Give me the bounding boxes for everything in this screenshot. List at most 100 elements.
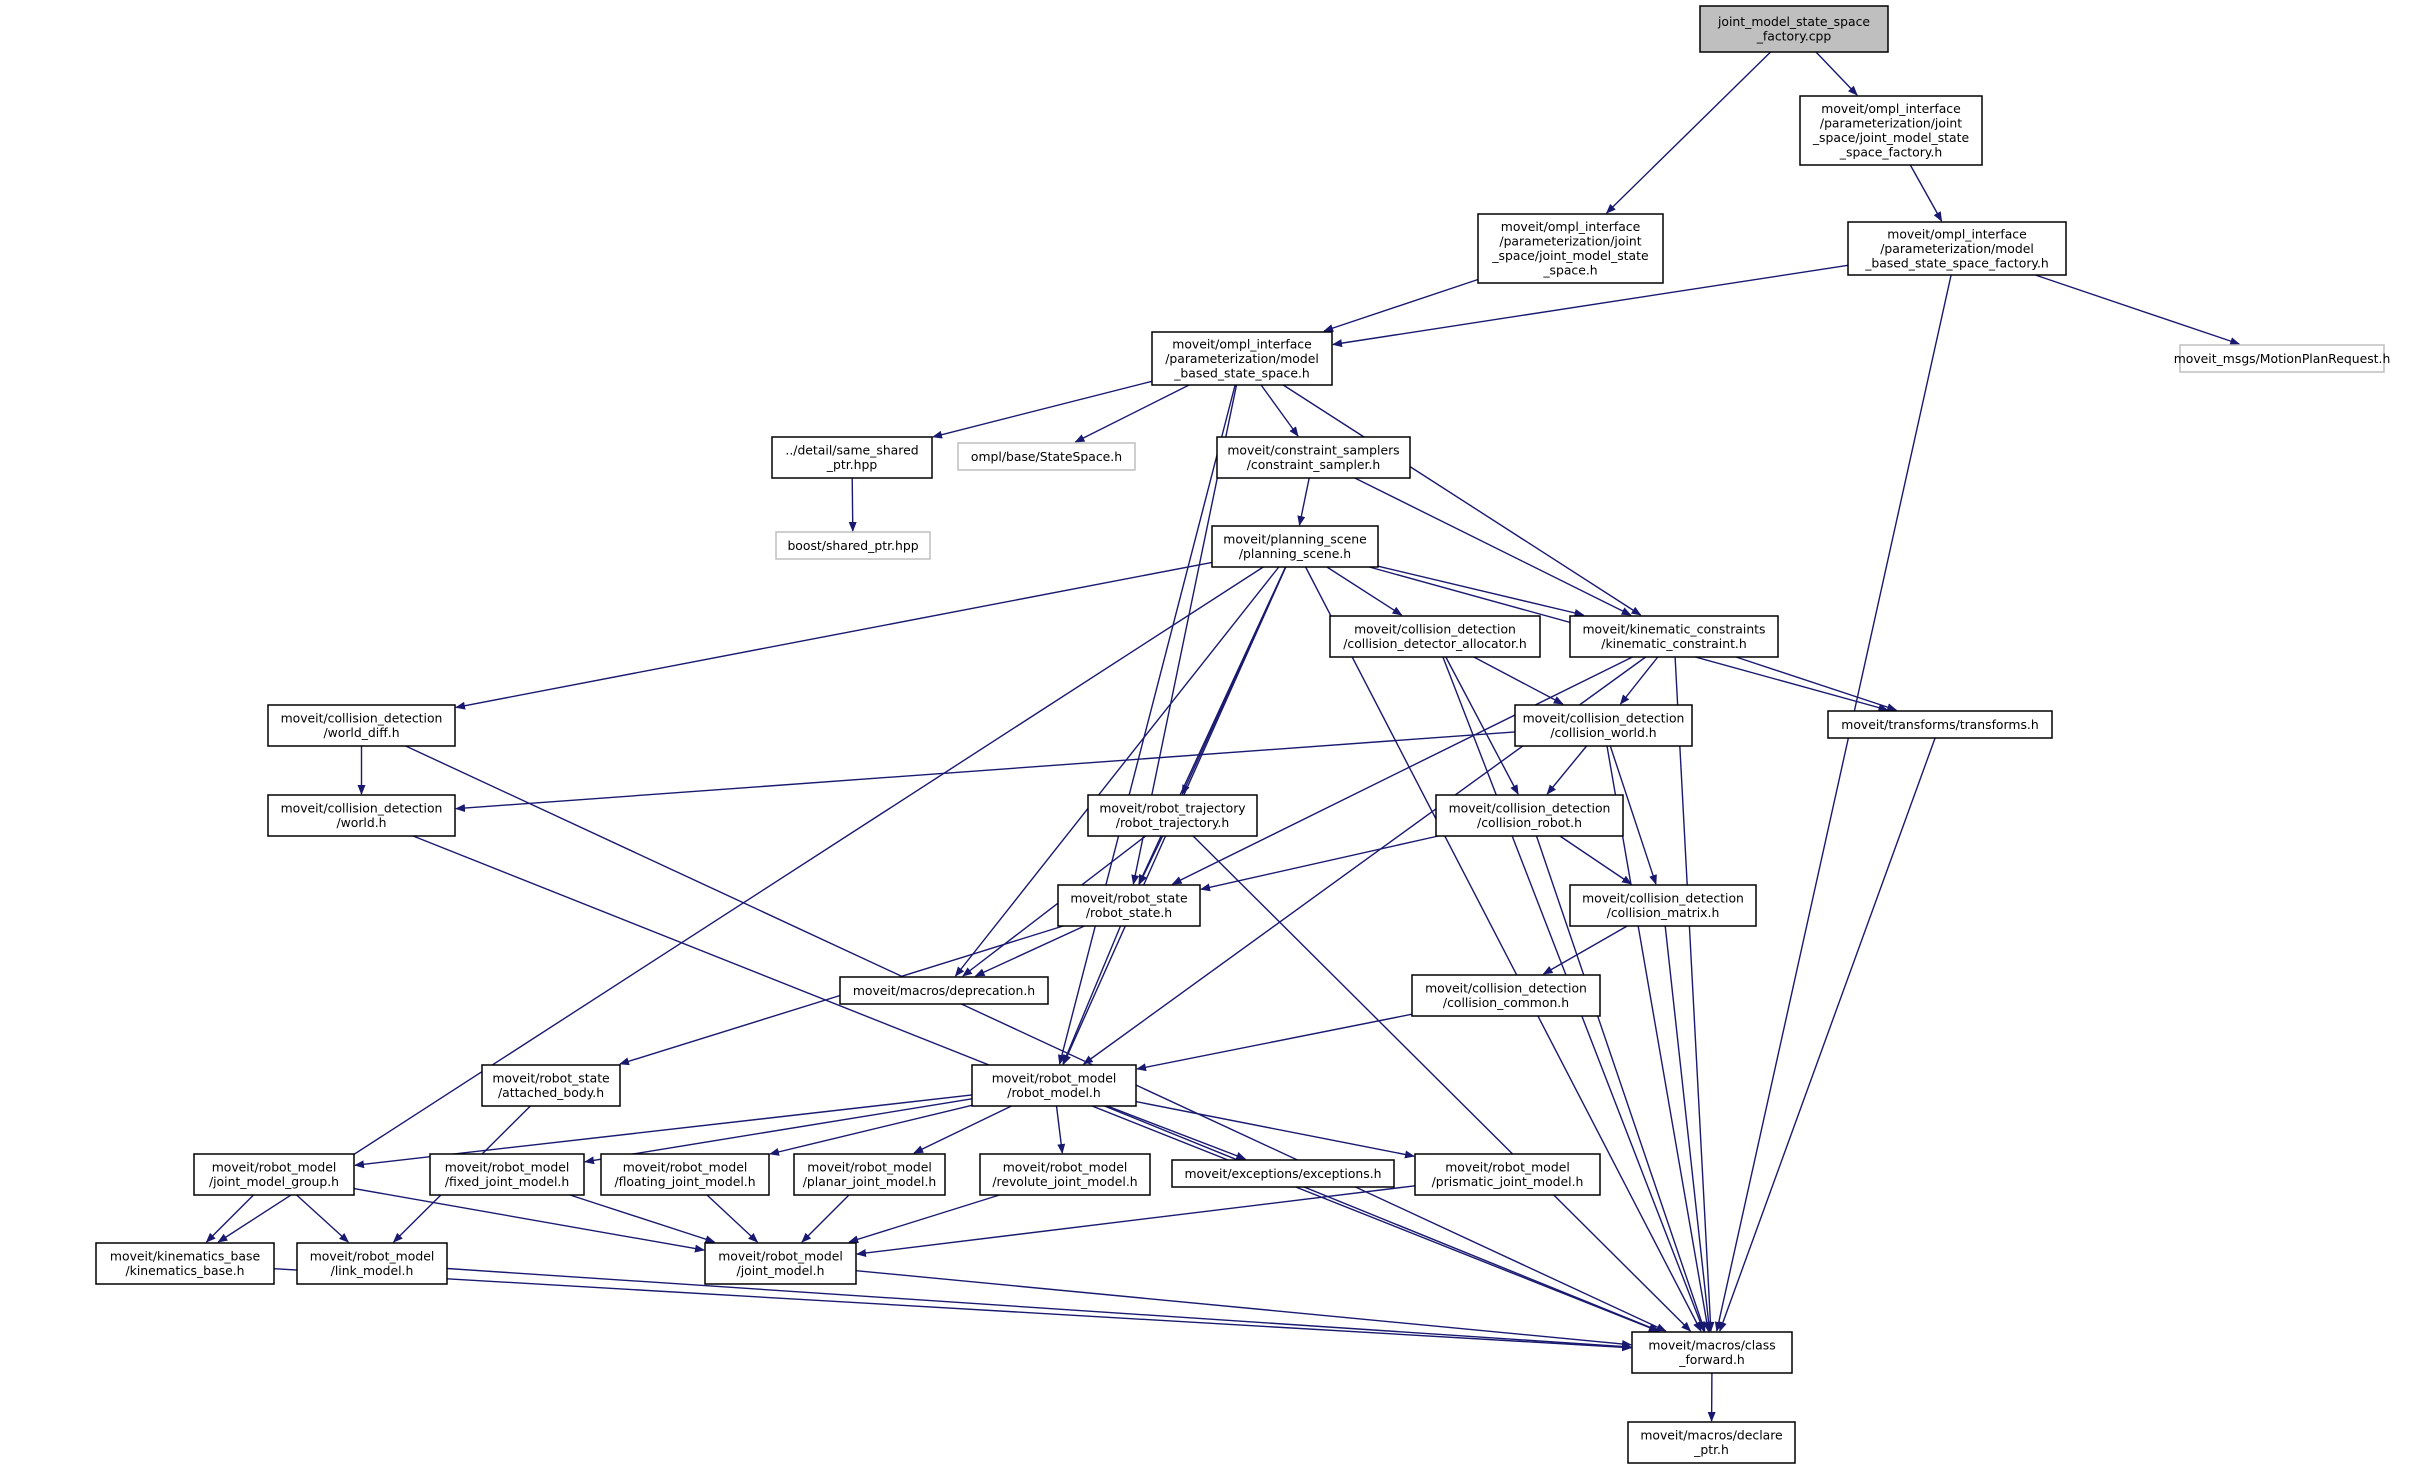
node-label-line: /joint_model_group.h — [209, 1174, 339, 1189]
edge-mbss_h-to-robot_model — [1057, 384, 1236, 1065]
edge-planar_jm-to-joint_model — [801, 1194, 850, 1243]
node-jmssf-h[interactable]: moveit/ompl_interface/parameterization/j… — [1799, 95, 1983, 166]
edge-root-to-jmss_h — [1605, 51, 1772, 214]
node-label-line: /parameterization/model — [1880, 241, 2034, 256]
node-attached-body[interactable]: moveit/robot_state/attached_body.h — [481, 1064, 621, 1107]
node-box — [1411, 974, 1601, 1017]
node-kin-base[interactable]: moveit/kinematics_base/kinematics_base.h — [95, 1242, 275, 1285]
node-box — [1627, 1421, 1796, 1464]
node-link-model[interactable]: moveit/robot_model/link_model.h — [296, 1242, 448, 1285]
node-cd-alloc[interactable]: moveit/collision_detection/collision_det… — [1329, 615, 1541, 658]
node-label-line: moveit/robot_model — [1445, 1160, 1570, 1175]
edge-jmssf_h-to-mbssf_h — [1909, 164, 1943, 222]
edge-robot_traj-to-class_fwd — [1192, 835, 1692, 1332]
node-deprecation[interactable]: moveit/macros/deprecation.h — [839, 976, 1049, 1005]
node-kin-constraint[interactable]: moveit/kinematic_constraints/kinematic_c… — [1569, 615, 1779, 658]
edge-collision_matrix-to-collision_common — [1542, 925, 1628, 975]
node-label-line: boost/shared_ptr.hpp — [787, 538, 918, 553]
node-box — [1435, 794, 1624, 837]
node-box — [1569, 884, 1757, 927]
node-robot-model[interactable]: moveit/robot_model/robot_model.h — [971, 1064, 1137, 1107]
node-label-line: /attached_body.h — [498, 1085, 604, 1100]
node-label-line: /prismatic_joint_model.h — [1432, 1174, 1584, 1189]
node-robot-traj[interactable]: moveit/robot_trajectory/robot_trajectory… — [1087, 794, 1258, 837]
edge-mbss_h-to-constraint_sampler — [1260, 384, 1299, 437]
edge-mbssf_h-to-mbss_h — [1332, 264, 1849, 348]
node-label-line: moveit/collision_detection — [281, 711, 443, 726]
node-box — [1151, 331, 1333, 386]
node-same-shared[interactable]: ../detail/same_shared_ptr.hpp — [771, 436, 933, 479]
node-box — [1799, 95, 1983, 166]
node-collision-common[interactable]: moveit/collision_detection/collision_com… — [1411, 974, 1601, 1017]
node-fixed-jm[interactable]: moveit/robot_model/fixed_joint_model.h — [429, 1153, 585, 1196]
edge-planning_scene-to-class_fwd — [1304, 566, 1702, 1332]
edge-robot_model-to-exceptions — [1107, 1105, 1247, 1160]
node-label-line: moveit/robot_model — [992, 1071, 1117, 1086]
node-transforms[interactable]: moveit/transforms/transforms.h — [1827, 710, 2053, 739]
node-mbss-h[interactable]: moveit/ompl_interface/parameterization/m… — [1151, 331, 1333, 386]
node-label-line: moveit/macros/declare — [1640, 1428, 1782, 1443]
edge-collision_matrix-to-class_fwd — [1664, 925, 1713, 1332]
node-floating-jm[interactable]: moveit/robot_model/floating_joint_model.… — [600, 1153, 770, 1196]
node-planar-jm[interactable]: moveit/robot_model/planar_joint_model.h — [793, 1153, 946, 1196]
node-label-line: moveit/planning_scene — [1223, 532, 1366, 547]
node-box — [1171, 1159, 1395, 1188]
node-class-fwd[interactable]: moveit/macros/class_forward.h — [1631, 1331, 1793, 1374]
edge-mbss_h-to-kin_constraint — [1282, 384, 1642, 616]
node-box — [1514, 704, 1693, 747]
node-label-line: moveit/macros/class — [1648, 1338, 1775, 1353]
node-box — [1057, 884, 1201, 927]
edge-robot_state-to-deprecation — [974, 925, 1085, 977]
node-declare-ptr[interactable]: moveit/macros/declare_ptr.h — [1627, 1421, 1796, 1464]
node-jmss-h[interactable]: moveit/ompl_interface/parameterization/j… — [1477, 213, 1664, 284]
edge-robot_model-to-fixed_jm — [584, 1098, 973, 1165]
node-box — [481, 1064, 621, 1107]
node-exceptions[interactable]: moveit/exceptions/exceptions.h — [1171, 1159, 1395, 1188]
node-jmg[interactable]: moveit/robot_model/joint_model_group.h — [193, 1153, 355, 1196]
node-root[interactable]: joint_model_state_space_factory.cpp — [1699, 5, 1889, 53]
edge-transforms-to-class_fwd — [1719, 737, 1936, 1332]
node-planning-scene[interactable]: moveit/planning_scene/planning_scene.h — [1211, 525, 1379, 568]
node-box — [979, 1153, 1151, 1196]
node-box — [957, 442, 1136, 471]
node-box — [267, 794, 456, 837]
node-robot-state[interactable]: moveit/robot_state/robot_state.h — [1057, 884, 1201, 927]
node-box — [1329, 615, 1541, 658]
edge-planning_scene-to-cd_alloc — [1326, 566, 1403, 616]
node-label-line: /parameterization/joint — [1820, 116, 1962, 131]
edge-robot_state-to-robot_model — [1062, 925, 1122, 1065]
node-box — [1699, 5, 1889, 53]
edge-collision_robot-to-collision_matrix — [1559, 835, 1632, 885]
edge-collision_common-to-robot_model — [1136, 1013, 1413, 1072]
node-label-line: /collision_world.h — [1550, 725, 1656, 740]
node-box — [600, 1153, 770, 1196]
node-collision-world[interactable]: moveit/collision_detection/collision_wor… — [1514, 704, 1693, 747]
node-joint-model[interactable]: moveit/robot_model/joint_model.h — [704, 1242, 857, 1285]
node-world-diff[interactable]: moveit/collision_detection/world_diff.h — [267, 704, 456, 747]
node-box — [1087, 794, 1258, 837]
node-box — [793, 1153, 946, 1196]
edge-prismatic_jm-to-joint_model — [856, 1185, 1416, 1257]
node-label-line: moveit/robot_model — [1003, 1160, 1128, 1175]
node-prismatic-jm[interactable]: moveit/robot_model/prismatic_joint_model… — [1414, 1153, 1601, 1196]
edge-cd_alloc-to-collision_world — [1473, 656, 1564, 705]
edge-robot_model-to-floating_jm — [769, 1104, 973, 1156]
node-label-line: moveit/ompl_interface — [1172, 336, 1312, 351]
node-box — [1477, 213, 1664, 284]
edge-constraint_sampler-to-planning_scene — [1297, 477, 1310, 526]
node-collision-matrix[interactable]: moveit/collision_detection/collision_mat… — [1569, 884, 1757, 927]
node-mbssf-h[interactable]: moveit/ompl_interface/parameterization/m… — [1847, 221, 2067, 276]
node-label-line: /collision_robot.h — [1477, 815, 1582, 830]
node-constraint-sampler[interactable]: moveit/constraint_samplers/constraint_sa… — [1216, 436, 1411, 479]
node-collision-robot[interactable]: moveit/collision_detection/collision_rob… — [1435, 794, 1624, 837]
edge-kin_constraint-to-class_fwd — [1674, 656, 1715, 1332]
edge-cd_alloc-to-collision_robot — [1445, 656, 1519, 795]
edge-kin_constraint-to-transforms — [1735, 656, 1898, 711]
node-revolute-jm[interactable]: moveit/robot_model/revolute_joint_model.… — [979, 1153, 1151, 1196]
node-box — [775, 531, 931, 560]
edge-jmg-to-link_model — [296, 1194, 350, 1243]
node-world[interactable]: moveit/collision_detection/world.h — [267, 794, 456, 837]
edge-same_shared-to-boost_shared — [848, 477, 857, 532]
node-box — [1211, 525, 1379, 568]
node-label-line: /revolute_joint_model.h — [992, 1174, 1137, 1189]
